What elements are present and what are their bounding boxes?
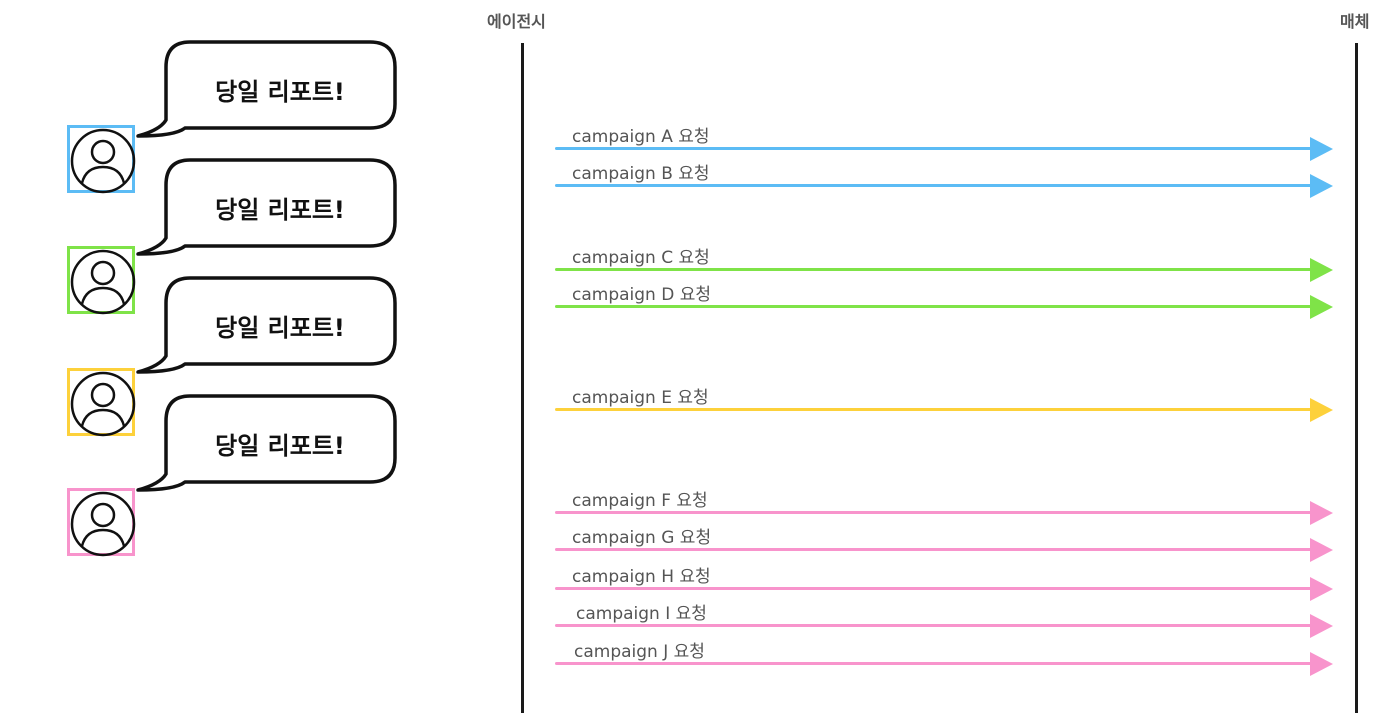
request-label: campaign J 요청 [574, 642, 705, 662]
arrow-line [555, 268, 1313, 271]
request-label: campaign C 요청 [572, 248, 710, 268]
user-icon [70, 249, 136, 315]
speech-bubble-shape [136, 276, 397, 374]
avatar [67, 125, 136, 194]
user-icon [70, 491, 136, 557]
arrow-line [555, 587, 1313, 590]
avatar [67, 488, 136, 557]
arrow-line [555, 184, 1313, 187]
request-label: campaign F 요청 [572, 491, 708, 511]
arrow-head-icon [1310, 614, 1333, 638]
arrow-line [555, 305, 1313, 308]
request-arrow-f: campaign F 요청 [555, 486, 1345, 526]
arrow-head-icon [1310, 137, 1333, 161]
bubble-text: 당일 리포트! [215, 78, 345, 106]
request-arrow-e: campaign E 요청 [555, 383, 1345, 423]
arrow-head-icon [1310, 174, 1333, 198]
user-icon [70, 128, 136, 194]
user-4: 당일 리포트! [0, 394, 420, 557]
speech-bubble: 당일 리포트! [130, 276, 400, 380]
agency-lane-title: 에이전시 [487, 12, 546, 31]
agency-lifeline [521, 43, 524, 713]
avatar [67, 246, 136, 315]
request-label: campaign A 요청 [572, 127, 710, 147]
request-arrow-i: campaign I 요청 [555, 599, 1345, 639]
arrow-head-icon [1310, 501, 1333, 525]
arrow-line [555, 511, 1313, 514]
request-label: campaign G 요청 [572, 528, 712, 548]
user-icon [70, 371, 136, 437]
request-label: campaign E 요청 [572, 388, 709, 408]
user-1: 당일 리포트! [0, 40, 420, 194]
request-arrow-b: campaign B 요청 [555, 159, 1345, 199]
arrow-head-icon [1310, 398, 1333, 422]
speech-bubble-shape [136, 40, 397, 138]
request-label: campaign H 요청 [572, 567, 711, 587]
bubble-text: 당일 리포트! [215, 314, 345, 342]
request-arrow-j: campaign J 요청 [555, 637, 1345, 677]
user-2: 당일 리포트! [0, 158, 420, 315]
bubble-text: 당일 리포트! [215, 432, 345, 460]
arrow-head-icon [1310, 258, 1333, 282]
request-arrow-a: campaign A 요청 [555, 122, 1345, 162]
avatar [67, 368, 136, 437]
arrow-line [555, 624, 1313, 627]
speech-bubble-shape [136, 158, 397, 256]
request-label: campaign B 요청 [572, 164, 710, 184]
arrow-line [555, 548, 1313, 551]
request-label: campaign I 요청 [576, 604, 707, 624]
arrow-line [555, 147, 1313, 150]
speech-bubble: 당일 리포트! [130, 394, 400, 498]
speech-bubble: 당일 리포트! [130, 40, 400, 144]
speech-bubble: 당일 리포트! [130, 158, 400, 262]
request-arrow-d: campaign D 요청 [555, 280, 1345, 320]
media-lane-title: 매체 [1340, 12, 1370, 31]
arrow-line [555, 408, 1313, 411]
arrow-head-icon [1310, 577, 1333, 601]
media-lifeline [1355, 43, 1358, 713]
arrow-head-icon [1310, 538, 1333, 562]
request-label: campaign D 요청 [572, 285, 711, 305]
arrow-line [555, 662, 1313, 665]
request-arrow-c: campaign C 요청 [555, 243, 1345, 283]
user-3: 당일 리포트! [0, 276, 420, 437]
request-arrow-g: campaign G 요청 [555, 523, 1345, 563]
request-arrow-h: campaign H 요청 [555, 562, 1345, 602]
bubble-text: 당일 리포트! [215, 196, 345, 224]
arrow-head-icon [1310, 295, 1333, 319]
speech-bubble-shape [136, 394, 397, 492]
arrow-head-icon [1310, 652, 1333, 676]
